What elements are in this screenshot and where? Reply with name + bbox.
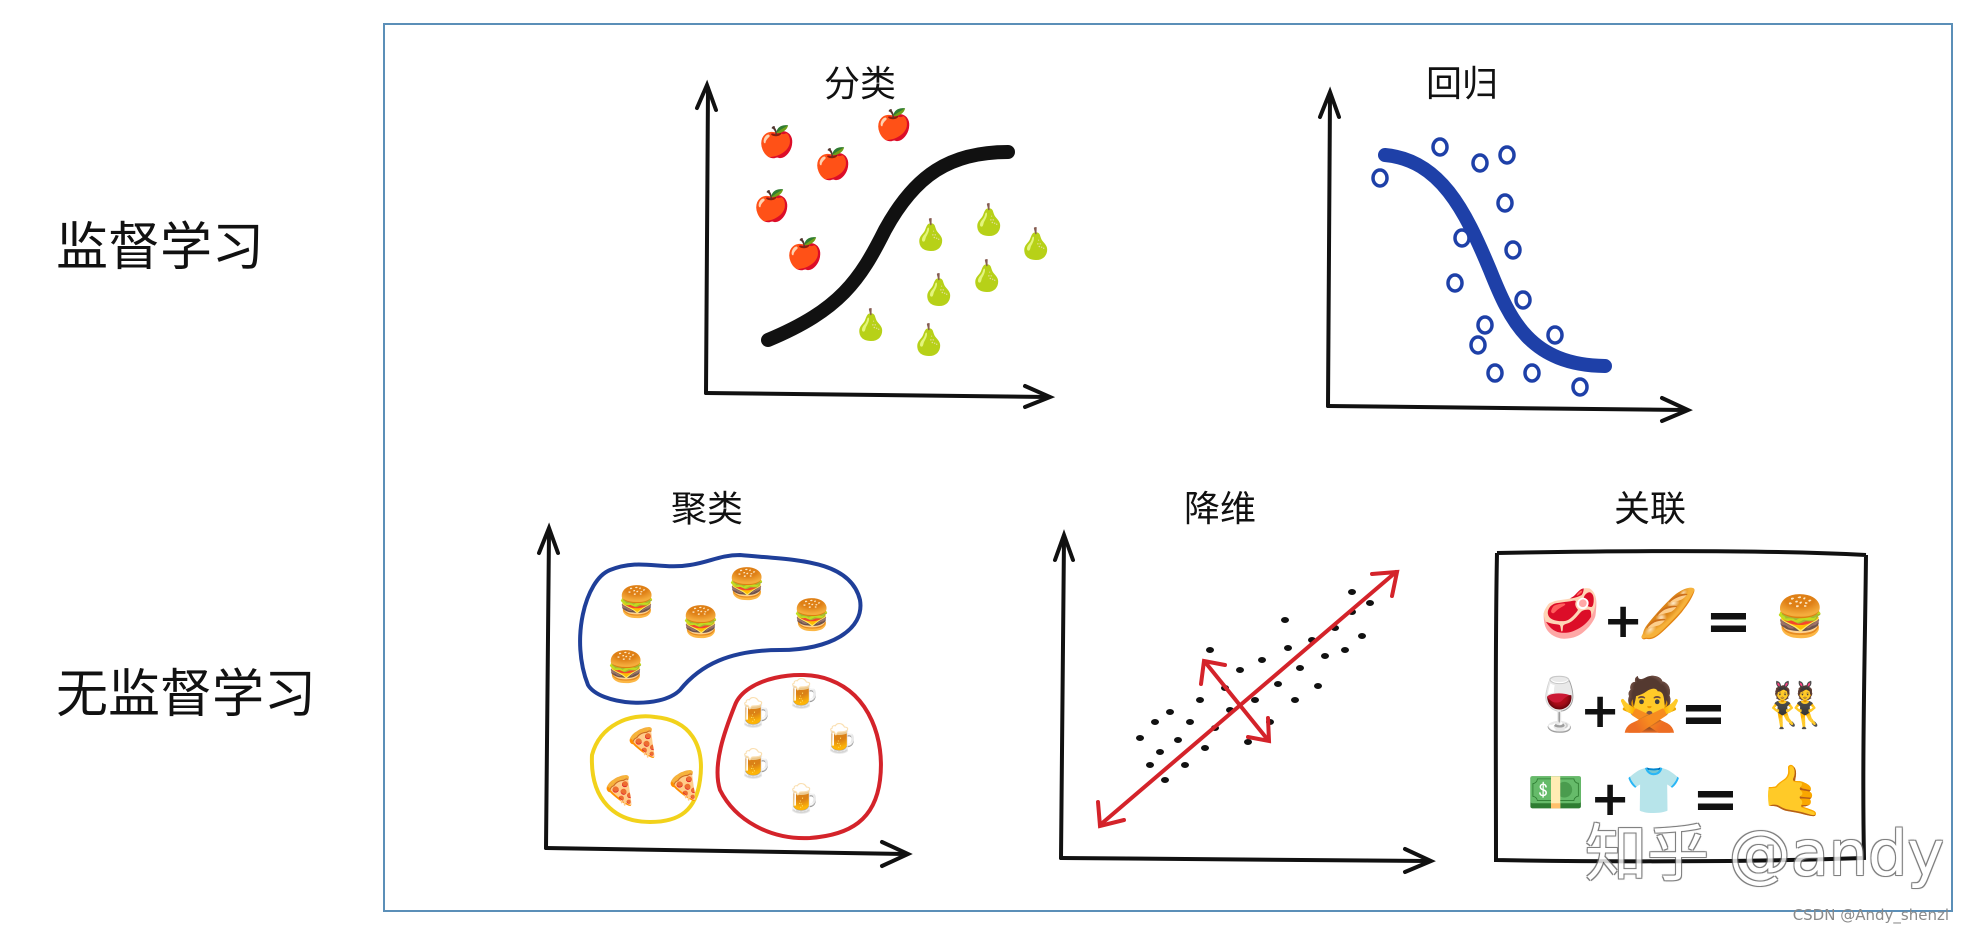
plus-sign: + (1580, 683, 1620, 739)
data-point (1514, 290, 1532, 310)
panel-title-association: 关联 (1613, 489, 1687, 530)
pear-icon: 🍐 (970, 202, 1007, 238)
person-icon: 🙅 (1617, 673, 1682, 735)
clustering-panel: 🍔 🍔 🍔 🍔 🍔 🍕 🍕 🍕 🍺 🍺 🍺 🍺 🍺 (537, 522, 913, 868)
long-axis-arrow (1098, 570, 1398, 827)
watermark: 知乎 @andy (1585, 817, 1945, 890)
beer-group: 🍺 🍺 🍺 🍺 🍺 (737, 676, 858, 815)
beer-icon: 🍺 (737, 746, 772, 780)
association-panel: 🥩 + 🥖 = 🍔 🍷 + 🙅 = 👯 💵 + 👕 = 🤙 (1493, 549, 1868, 864)
steak-icon: 🥩 (1540, 586, 1600, 642)
pizza-group: 🍕 🍕 🍕 (602, 726, 701, 807)
short-axis-arrow (1203, 660, 1270, 742)
pear-icon: 🍐 (968, 258, 1005, 294)
dim-reduction-panel (1053, 529, 1436, 874)
apple-icon: 🍎 (875, 106, 912, 143)
pear-icon: 🍐 (910, 322, 947, 358)
data-point (1469, 335, 1487, 355)
wine-icon: 🍷 (1527, 674, 1592, 735)
apple-icon: 🍎 (786, 235, 823, 272)
pear-icon: 🍐 (1017, 226, 1054, 262)
pear-group: 🍐 🍐 🍐 🍐 🍐 🍐 🍐 (852, 202, 1054, 358)
data-point (1431, 137, 1449, 157)
apple-group: 🍎 🍎 🍎 🍎 🍎 (753, 106, 912, 272)
burger-icon: 🍔 (728, 566, 765, 602)
clustering-axes (537, 522, 913, 868)
classification-panel: 🍎 🍎 🍎 🍎 🍎 🍐 🍐 🍐 🍐 🍐 🍐 🍐 (695, 79, 1056, 409)
data-point (1486, 363, 1504, 383)
cluster-boundary-yellow (589, 714, 703, 825)
panel-title-clustering: 聚类 (670, 489, 744, 530)
cluster-boundary-red (715, 672, 883, 841)
classification-axes (695, 79, 1056, 409)
money-icon: 💵 (1527, 765, 1584, 819)
data-point (1546, 325, 1564, 345)
pear-icon: 🍐 (912, 217, 949, 253)
data-point (1446, 273, 1464, 293)
pizza-icon: 🍕 (625, 726, 660, 759)
burger-icon: 🍔 (682, 604, 719, 640)
regression-axes (1318, 86, 1693, 423)
pizza-icon: 🍕 (666, 769, 701, 802)
data-point (1476, 315, 1494, 335)
data-point (1571, 377, 1589, 397)
row-label-supervised: 监督学习 (56, 218, 265, 278)
pizza-icon: 🍕 (602, 774, 637, 807)
equals-sign: = (1692, 767, 1739, 832)
data-point (1498, 145, 1516, 165)
pear-icon: 🍐 (920, 272, 957, 308)
association-box (1493, 549, 1868, 864)
beer-icon: 🍺 (785, 676, 820, 710)
shirt-icon: 👕 (1625, 763, 1682, 817)
panel-title-regression: 回归 (1425, 64, 1499, 105)
principal-axis-arrows (1096, 569, 1400, 829)
bread-icon: 🥖 (1638, 586, 1698, 642)
row-label-unsupervised: 无监督学习 (56, 665, 317, 725)
equals-sign: = (1680, 681, 1727, 746)
burger-icon: 🍔 (1775, 593, 1825, 640)
burger-icon: 🍔 (607, 649, 644, 685)
data-point (1371, 168, 1389, 188)
association-rule-3: 💵 + 👕 = 🤙 (1527, 762, 1824, 832)
diagram-frame (383, 23, 1953, 912)
burger-group: 🍔 🍔 🍔 🍔 🍔 (607, 566, 830, 685)
apple-icon: 🍎 (758, 123, 795, 160)
burger-icon: 🍔 (618, 584, 655, 620)
data-point (1471, 153, 1489, 173)
association-rule-2: 🍷 + 🙅 = 👯 (1527, 673, 1822, 746)
panel-title-classification: 分类 (823, 64, 897, 105)
association-rule-1: 🥩 + 🥖 = 🍔 (1540, 586, 1825, 654)
data-point (1523, 363, 1541, 383)
dancers-icon: 👯 (1767, 680, 1822, 731)
thumb-icon: 🤙 (1762, 762, 1824, 820)
credit-text: CSDN @Andy_shenzl (1792, 906, 1949, 924)
data-point (1496, 193, 1514, 213)
regression-curve (1378, 148, 1612, 373)
burger-icon: 🍔 (793, 597, 830, 633)
beer-icon: 🍺 (823, 721, 858, 755)
data-point (1453, 228, 1471, 248)
panel-title-dim-reduction: 降维 (1183, 489, 1257, 530)
cluster-boundary-blue (578, 552, 863, 705)
equals-sign: = (1705, 589, 1752, 654)
pear-icon: 🍐 (852, 307, 889, 343)
regression-data-points (1371, 137, 1589, 397)
plus-sign: + (1603, 593, 1643, 649)
apple-icon: 🍎 (814, 145, 851, 182)
dim-reduction-axes (1053, 529, 1436, 874)
dim-reduction-data-points (1136, 589, 1374, 783)
beer-icon: 🍺 (785, 781, 820, 815)
regression-panel (1318, 86, 1693, 423)
apple-icon: 🍎 (753, 187, 790, 224)
plus-sign: + (1590, 771, 1630, 827)
classification-boundary-curve (761, 145, 1015, 347)
beer-icon: 🍺 (737, 695, 772, 729)
data-point (1504, 240, 1522, 260)
